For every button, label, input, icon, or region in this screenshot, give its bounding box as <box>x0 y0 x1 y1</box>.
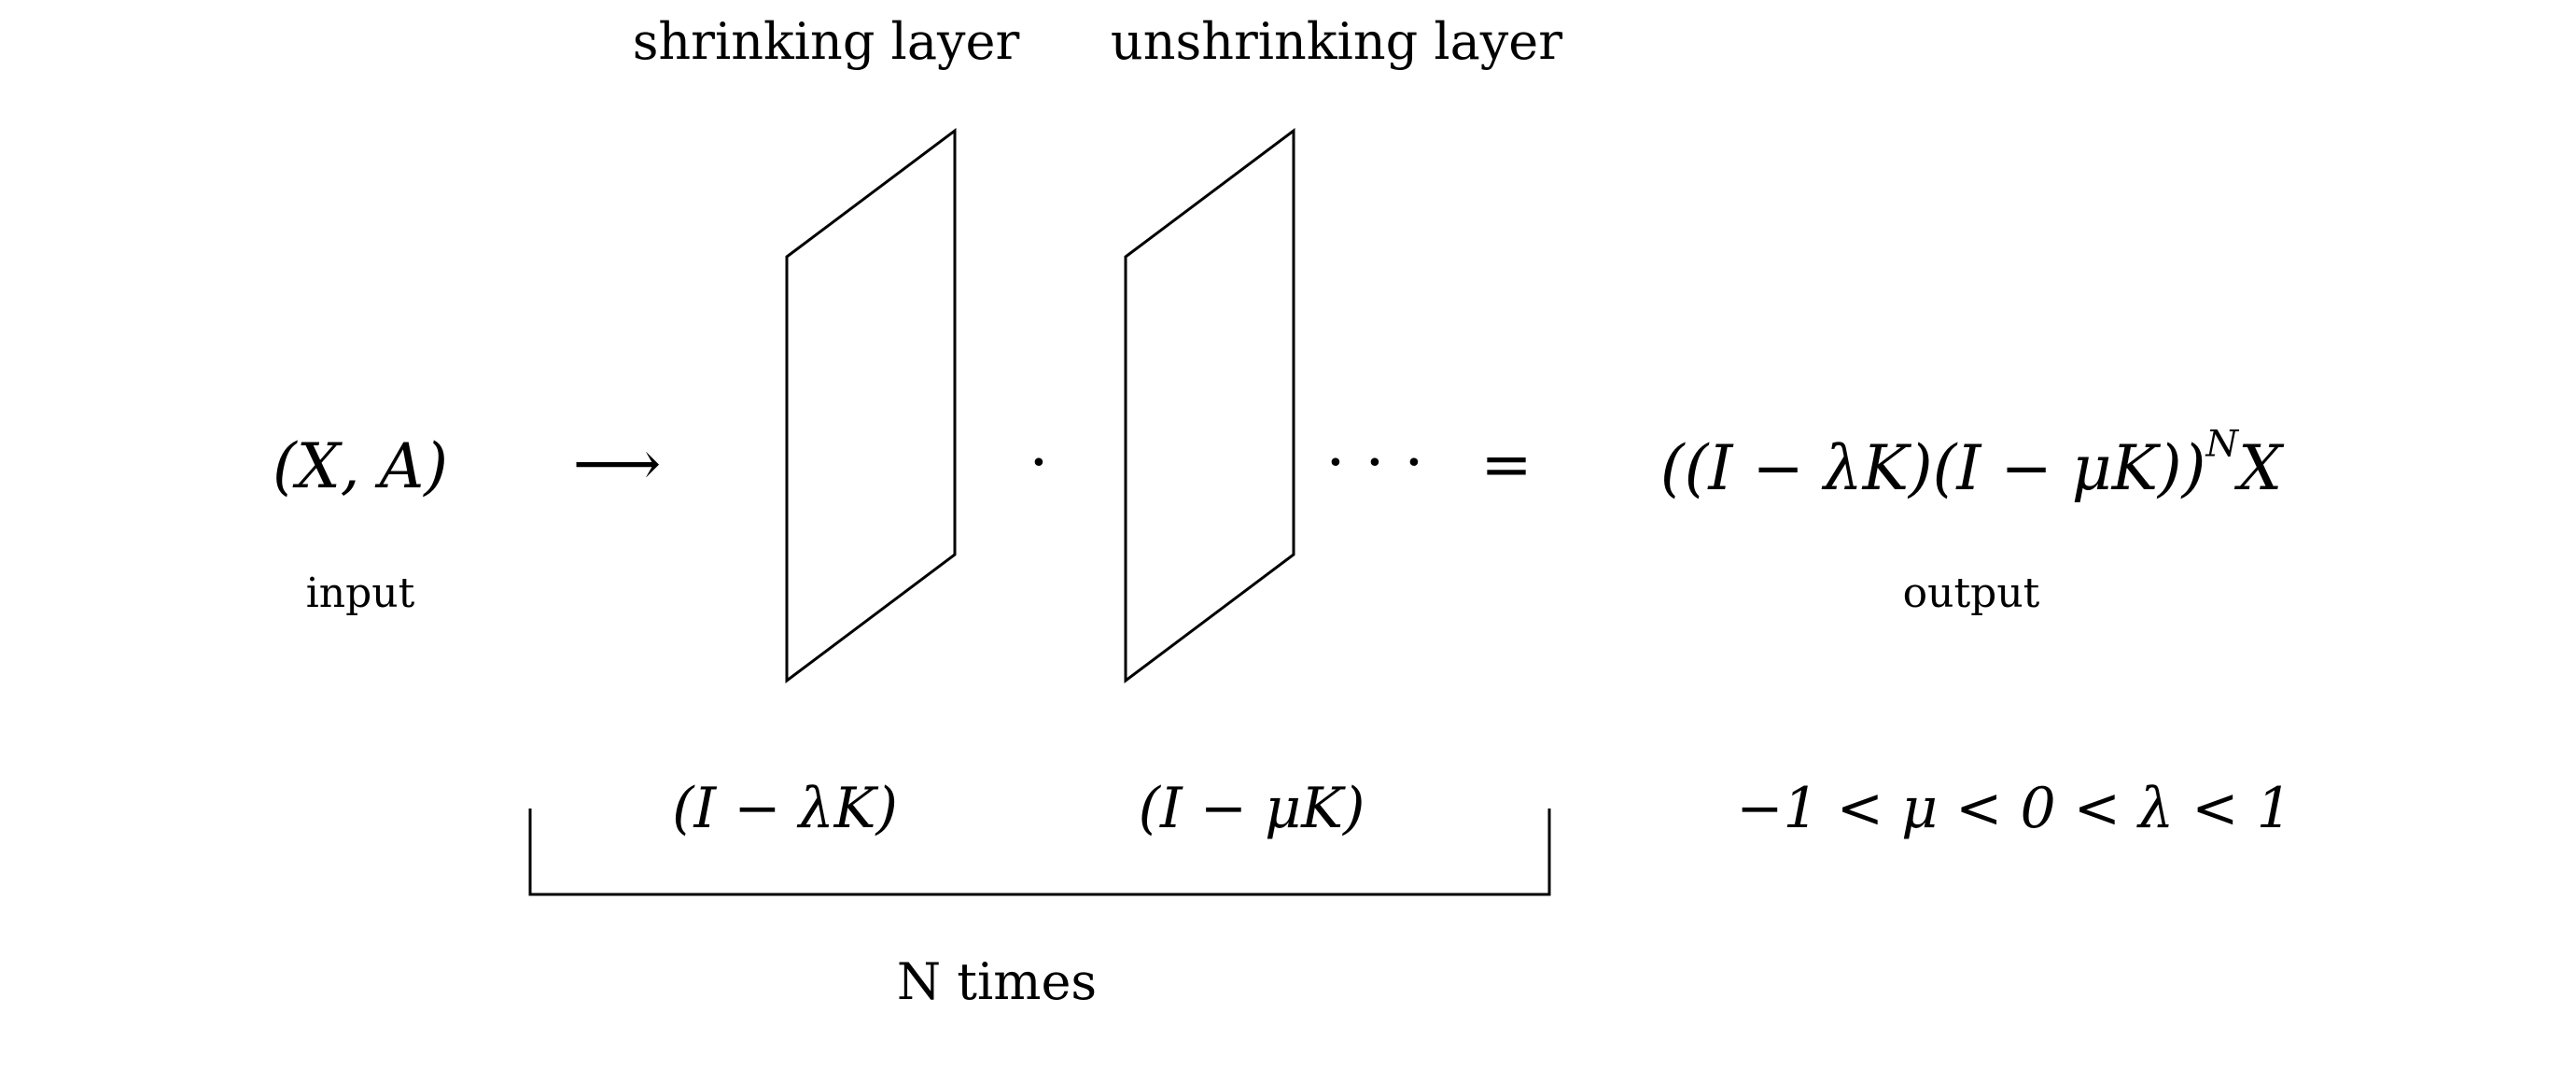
ellipsis: · · · <box>1325 427 1424 499</box>
equals-sign: = <box>1480 429 1533 500</box>
shrinking-layer-title: shrinking layer <box>632 12 1020 71</box>
long-right-arrow-icon: ⟶ <box>572 428 662 499</box>
output-expression-tail: X <box>2238 432 2283 504</box>
unshrinking-layer-plane <box>1124 128 1295 683</box>
unshrinking-layer-title: unshrinking layer <box>1110 12 1563 71</box>
input-caption: input <box>305 570 415 617</box>
output-expression-base: ((I − λK)(I − μK)) <box>1659 432 2206 504</box>
multiplication-dot: · <box>1029 427 1049 499</box>
parameter-constraint: −1 < μ < 0 < λ < 1 <box>1736 776 2292 841</box>
output-expression-exponent: N <box>2205 422 2239 466</box>
n-times-caption: N times <box>896 952 1098 1011</box>
output-caption: output <box>1902 570 2040 617</box>
shrinking-layer-plane <box>785 128 957 683</box>
shrinking-operator: (I − λK) <box>672 776 898 841</box>
input-expression: (X, A) <box>272 430 449 502</box>
output-expression: ((I − λK)(I − μK))NX <box>1660 426 2282 499</box>
n-times-bracket <box>528 809 1551 896</box>
unshrinking-operator: (I − μK) <box>1138 776 1365 841</box>
